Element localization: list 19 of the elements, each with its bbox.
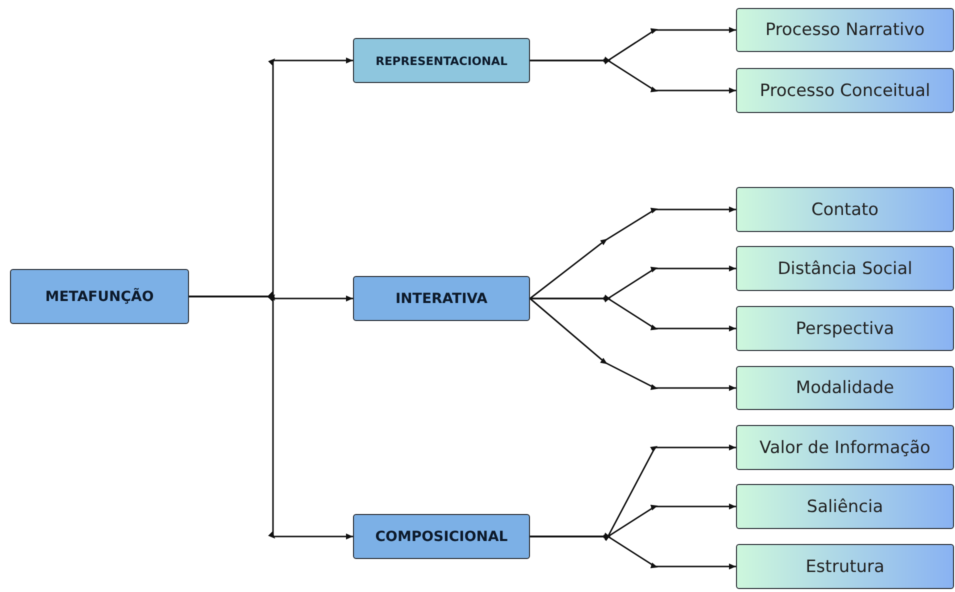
subcategory-box: Contato — [736, 187, 954, 232]
arrow — [530, 298, 736, 391]
subcategory-box: Estrutura — [736, 544, 954, 589]
category-box: REPRESENTACIONAL — [353, 38, 530, 83]
subcategory-box: Saliência — [736, 484, 954, 529]
subcategory-box: Processo Narrativo — [736, 8, 954, 52]
arrow — [530, 206, 736, 300]
arrow — [530, 56, 736, 94]
category-box: INTERATIVA — [353, 276, 530, 321]
subcategory-box: Perspectiva — [736, 306, 954, 351]
subcategory-box: Valor de Informação — [736, 425, 954, 470]
category-box: METAFUNÇÃO — [10, 269, 189, 324]
subcategory-box: Processo Conceitual — [736, 68, 954, 113]
arrow — [530, 294, 736, 332]
arrow — [530, 532, 736, 570]
subcategory-box: Distância Social — [736, 246, 954, 291]
category-box: COMPOSICIONAL — [353, 514, 530, 559]
arrow — [189, 292, 353, 540]
subcategory-box: Modalidade — [736, 366, 954, 410]
